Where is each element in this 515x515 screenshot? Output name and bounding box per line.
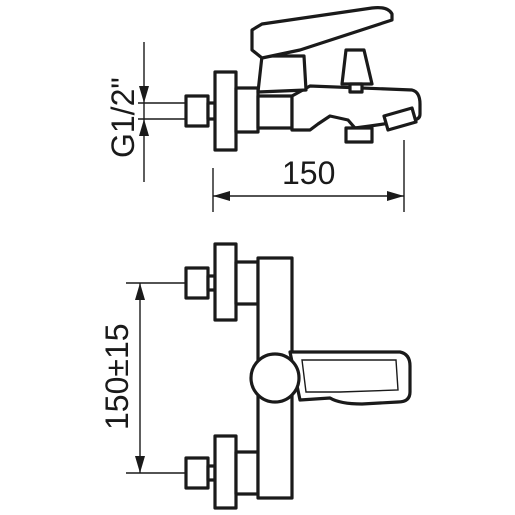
centre-distance-dimension: 150±15 — [99, 282, 186, 474]
side-escutcheon — [213, 70, 238, 152]
side-outlet-thread — [344, 126, 374, 144]
front-view — [184, 242, 412, 510]
width-label: 150 — [282, 155, 335, 191]
side-cartridge-housing — [256, 54, 308, 94]
front-upper-escutcheon — [213, 242, 238, 322]
side-union-nut — [234, 86, 260, 134]
width-dimension: 150 — [212, 140, 405, 212]
front-lower-union-nut — [234, 450, 260, 496]
side-spout-outlet — [382, 106, 418, 132]
side-diverter-knob — [340, 48, 374, 86]
front-lower-inlet-nut — [184, 456, 210, 490]
front-lower-escutcheon — [213, 434, 238, 510]
side-inlet-nut — [184, 94, 210, 128]
thread-size-label: G1/2" — [105, 77, 141, 158]
thread-dimension: G1/2" — [105, 42, 186, 182]
front-cartridge-dome — [249, 352, 301, 404]
front-lever-inner — [301, 359, 399, 393]
side-view — [184, 6, 422, 152]
side-lever — [250, 6, 394, 60]
side-diverter-stem — [348, 82, 364, 94]
front-upper-union-nut — [234, 260, 260, 306]
side-mixer-body — [256, 94, 294, 130]
front-upper-inlet-nut — [184, 266, 210, 300]
centre-distance-label: 150±15 — [99, 323, 135, 430]
